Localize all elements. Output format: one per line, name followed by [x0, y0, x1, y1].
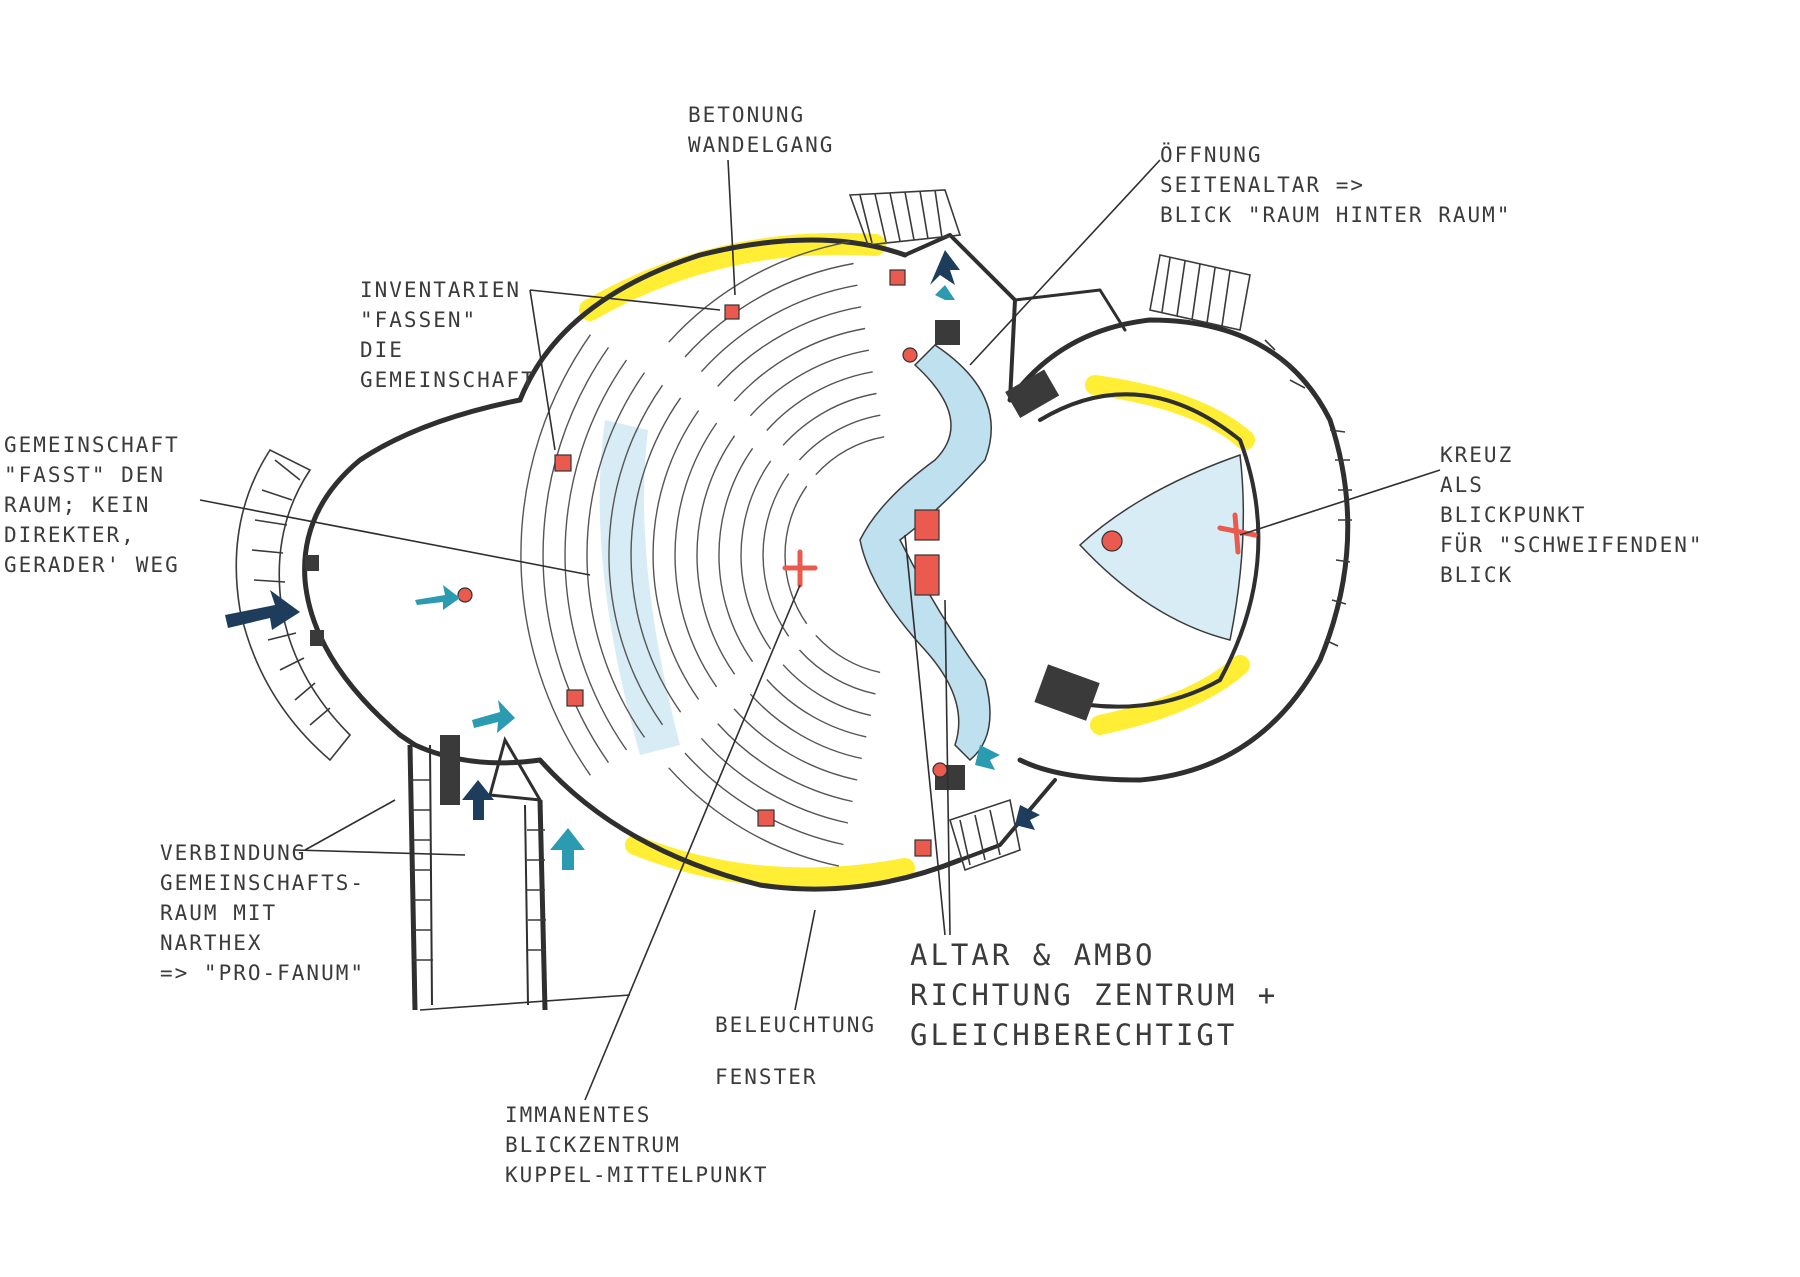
pew-row	[652, 410, 700, 700]
pew-row	[798, 414, 881, 461]
cross-markers	[782, 512, 1258, 588]
pew-row	[798, 649, 876, 695]
pew-row	[674, 422, 718, 688]
inventory-markers	[457, 269, 1123, 857]
pew-row	[784, 485, 808, 625]
circulation-arrows	[225, 250, 1040, 870]
stairs	[235, 189, 1352, 872]
wall-blocks	[305, 320, 1100, 805]
pew-row	[762, 473, 790, 637]
pew-row	[782, 392, 877, 446]
pew-row	[740, 460, 772, 650]
pew-row	[815, 634, 881, 674]
pew-row	[630, 397, 682, 713]
pew-row	[564, 359, 628, 751]
pew-row	[782, 664, 872, 717]
pew-row	[684, 262, 854, 358]
corridor-ticks	[410, 779, 546, 961]
annotation-leaders	[199, 159, 1441, 1101]
aisle-shading	[599, 344, 1245, 762]
pew-row	[718, 447, 754, 663]
pew-row	[717, 306, 862, 387]
pew-row	[608, 384, 664, 726]
narthex-corridor	[407, 736, 548, 1011]
pew-row	[815, 436, 885, 476]
pew-row	[684, 752, 844, 846]
pew-row	[749, 349, 870, 417]
pew-row	[766, 679, 867, 738]
pew-row	[696, 435, 736, 675]
pew-row	[749, 693, 862, 760]
pew-row	[766, 371, 873, 431]
pew-row	[586, 372, 646, 738]
pew-row	[668, 241, 850, 343]
pew-row	[520, 334, 591, 776]
pew-row	[700, 284, 858, 373]
pew-row	[733, 327, 866, 402]
pew-row	[717, 723, 853, 803]
pew-row	[668, 767, 840, 867]
pew-row	[700, 737, 849, 824]
pew-row	[733, 708, 858, 781]
pew-row	[542, 346, 610, 764]
pew-rows	[520, 241, 885, 867]
